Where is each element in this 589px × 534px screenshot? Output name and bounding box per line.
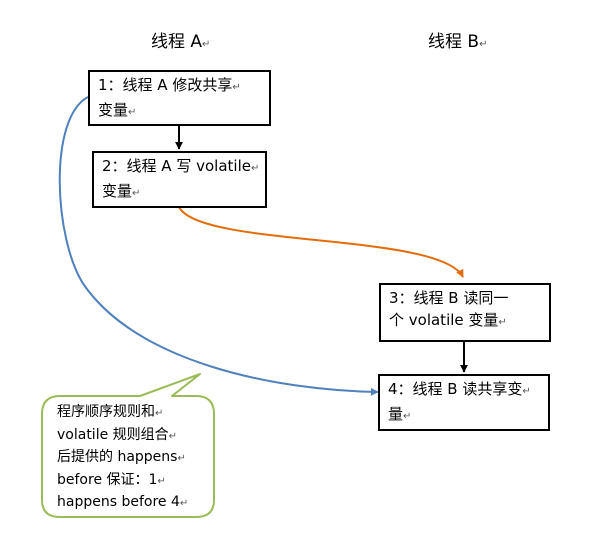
- step4-box: 4：线程 B 读共享变↵ 量↵: [378, 374, 550, 431]
- line-break-marker: ↵: [250, 163, 260, 174]
- arrow-step1-to-step4: [58, 96, 379, 396]
- line-break-marker: ↵: [177, 453, 186, 464]
- step1-line1-text: 1：线程 A 修改共享: [98, 76, 233, 94]
- step3-line1-text: 3：线程 B 读同一: [389, 289, 509, 307]
- step4-line2-text: 量: [388, 405, 404, 423]
- line-break-marker: ↵: [498, 317, 507, 328]
- step3-line2-text: 个 volatile 变量: [389, 311, 499, 329]
- arrow-step2-to-step3: [178, 206, 464, 278]
- line-break-marker: ↵: [179, 498, 189, 509]
- callout-line-5: happens before 4↵: [57, 492, 188, 515]
- callout-line-3-text: 后提供的 happens: [57, 449, 178, 465]
- line-break-marker: ↵: [128, 107, 137, 118]
- callout-line-1-text: 程序顺序规则和: [57, 404, 155, 420]
- step4-line1: 4：线程 B 读共享变↵: [388, 378, 540, 403]
- callout-line-3: 后提供的 happens↵: [57, 447, 188, 470]
- step2-line2-text: 变量: [102, 182, 133, 200]
- step2-line1: 2：线程 A 写 volatile↵: [102, 155, 260, 180]
- step3-line1: 3：线程 B 读同一: [389, 287, 541, 309]
- thread-a-title-text: 线程 A: [151, 32, 203, 52]
- step2-box: 2：线程 A 写 volatile↵ 变量↵: [92, 151, 267, 208]
- step1-line2-text: 变量: [98, 101, 129, 119]
- line-break-marker: ↵: [202, 39, 211, 50]
- step4-line2: 量↵: [388, 403, 540, 428]
- thread-a-title: 线程 A↵: [151, 32, 210, 55]
- callout-line-4: before 保证：1↵: [57, 470, 188, 493]
- callout-line-2: volatile 规则组合↵: [57, 425, 188, 448]
- callout-line-2-text: volatile 规则组合: [57, 426, 169, 443]
- line-break-marker: ↵: [132, 188, 141, 199]
- line-break-marker: ↵: [522, 386, 531, 397]
- step1-line2: 变量↵: [98, 99, 261, 124]
- line-break-marker: ↵: [155, 408, 164, 419]
- step4-line1-text: 4：线程 B 读共享变: [388, 380, 523, 398]
- line-break-marker: ↵: [403, 411, 412, 422]
- callout-line-4-text: before 保证：1: [57, 471, 158, 488]
- line-break-marker: ↵: [479, 39, 488, 50]
- callout-text: 程序顺序规则和↵ volatile 规则组合↵ 后提供的 happens↵ be…: [57, 402, 188, 515]
- line-break-marker: ↵: [168, 430, 178, 442]
- step1-box: 1：线程 A 修改共享↵ 变量↵: [88, 70, 271, 126]
- thread-b-title: 线程 B↵: [428, 32, 487, 55]
- step2-line2: 变量↵: [102, 180, 257, 205]
- step2-line1-text: 2：线程 A 写 volatile: [102, 157, 251, 175]
- step1-line1: 1：线程 A 修改共享↵: [98, 74, 261, 99]
- callout-line-5-text: happens before 4: [57, 494, 180, 510]
- callout-line-1: 程序顺序规则和↵: [57, 402, 188, 425]
- thread-b-title-text: 线程 B: [428, 32, 480, 52]
- step3-line2: 个 volatile 变量↵: [389, 309, 541, 334]
- step3-box: 3：线程 B 读同一 个 volatile 变量↵: [379, 283, 551, 342]
- line-break-marker: ↵: [157, 475, 166, 487]
- callout-bubble: [41, 373, 215, 518]
- line-break-marker: ↵: [232, 82, 241, 93]
